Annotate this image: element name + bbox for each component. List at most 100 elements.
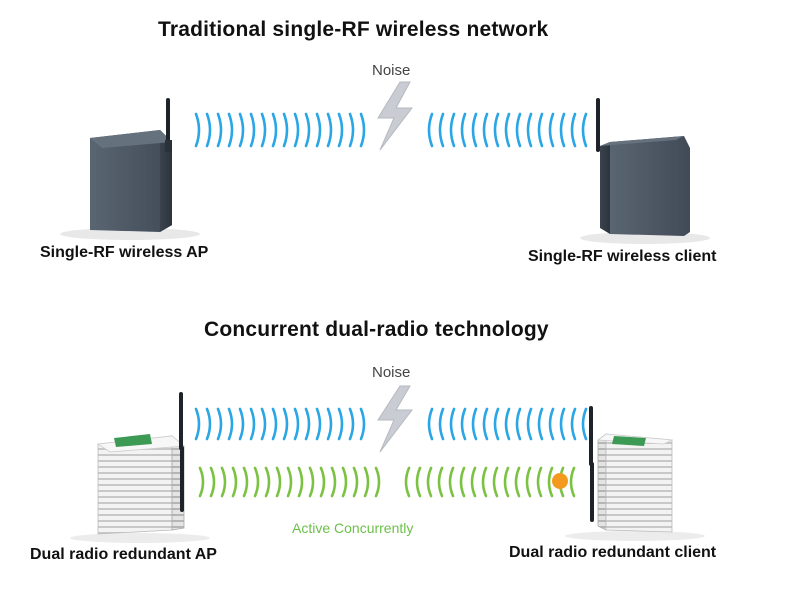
wave-arc [471, 407, 478, 441]
wave-arc [460, 407, 467, 441]
wave-arc [286, 466, 293, 498]
wave-arc [482, 407, 489, 441]
wave-arc [569, 466, 576, 498]
wave-arc [220, 466, 227, 498]
wave-arc [548, 407, 555, 441]
wave-arc [438, 407, 445, 441]
wave-arc [209, 466, 216, 498]
wave-arc [260, 112, 267, 148]
wave-arc [537, 112, 544, 148]
wave-arc [559, 112, 566, 148]
single-rf-client-label: Single-RF wireless client [528, 248, 717, 265]
wave-arc [304, 112, 311, 148]
wave-arc [304, 407, 311, 441]
wave-arc [515, 407, 522, 441]
wave-arc [198, 466, 205, 498]
wave-arc [330, 466, 337, 498]
wave-arc [216, 112, 223, 148]
wave-arc [503, 466, 510, 498]
wave-arc [308, 466, 315, 498]
status-indicator-dot [552, 473, 568, 489]
wave-arc [238, 407, 245, 441]
wave-arc [548, 112, 555, 148]
wave-arc [536, 466, 543, 498]
top-noise-bolt-icon [377, 81, 414, 151]
single-rf-client-device [580, 98, 710, 244]
wave-arc [460, 112, 467, 148]
bottom-panel-title: Concurrent dual-radio technology [204, 318, 549, 341]
top-blue-signal-waves [194, 112, 588, 148]
wave-arc [426, 466, 433, 498]
wave-arc [242, 466, 249, 498]
wave-arc [459, 466, 466, 498]
wave-arc [293, 112, 300, 148]
wave-arc [363, 466, 370, 498]
wave-arc [315, 112, 322, 148]
wave-arc [537, 407, 544, 441]
wave-arc [570, 407, 577, 441]
dual-radio-client-label: Dual radio redundant client [509, 544, 717, 561]
wave-arc [275, 466, 282, 498]
wave-arc [448, 466, 455, 498]
wave-arc [559, 407, 566, 441]
bottom-blue-signal-waves [194, 407, 588, 441]
wave-arc [194, 112, 201, 148]
wave-arc [282, 407, 289, 441]
wave-arc [341, 466, 348, 498]
wave-arc [319, 466, 326, 498]
bottom-noise-bolt-icon [377, 385, 414, 453]
wave-arc [493, 407, 500, 441]
dual-radio-client-device [565, 406, 705, 541]
dual-radio-ap-label: Dual radio redundant AP [30, 546, 217, 563]
wave-arc [282, 112, 289, 148]
wave-arc [427, 407, 434, 441]
wave-arc [525, 466, 532, 498]
wave-arc [449, 407, 456, 441]
wave-arc [374, 466, 381, 498]
bottom-noise-label: Noise [372, 364, 411, 381]
wave-arc [205, 407, 212, 441]
wave-arc [359, 112, 366, 148]
wave-arc [515, 112, 522, 148]
wave-arc [271, 112, 278, 148]
top-noise-label: Noise [372, 62, 411, 79]
wave-arc [481, 466, 488, 498]
wave-arc [352, 466, 359, 498]
antenna-icon [590, 462, 594, 522]
wave-arc [231, 466, 238, 498]
wave-arc [238, 112, 245, 148]
wave-arc [493, 112, 500, 148]
wave-arc [227, 407, 234, 441]
wave-arc [249, 112, 256, 148]
wave-arc [348, 112, 355, 148]
active-concurrently-label: Active Concurrently [292, 520, 414, 536]
single-rf-ap-device [60, 98, 200, 240]
antenna-icon [166, 98, 170, 150]
wave-arc [337, 112, 344, 148]
antenna-icon [589, 406, 593, 466]
dual-radio-ap-device [70, 392, 210, 543]
wave-arc [404, 466, 411, 498]
wave-arc [326, 407, 333, 441]
wave-arc [216, 407, 223, 441]
wave-arc [437, 466, 444, 498]
wave-arc [514, 466, 521, 498]
wave-arc [482, 112, 489, 148]
top-panel-title: Traditional single-RF wireless network [158, 18, 549, 41]
wave-arc [315, 407, 322, 441]
wave-arc [581, 407, 588, 441]
wave-arc [205, 112, 212, 148]
wave-arc [547, 466, 554, 498]
wave-arc [427, 112, 434, 148]
wave-arc [348, 407, 355, 441]
antenna-icon [596, 98, 600, 152]
wave-arc [438, 112, 445, 148]
wave-arc [264, 466, 271, 498]
wave-arc [249, 407, 256, 441]
wave-arc [253, 466, 260, 498]
wave-arc [526, 112, 533, 148]
wave-arc [271, 407, 278, 441]
wave-arc [492, 466, 499, 498]
wave-arc [260, 407, 267, 441]
